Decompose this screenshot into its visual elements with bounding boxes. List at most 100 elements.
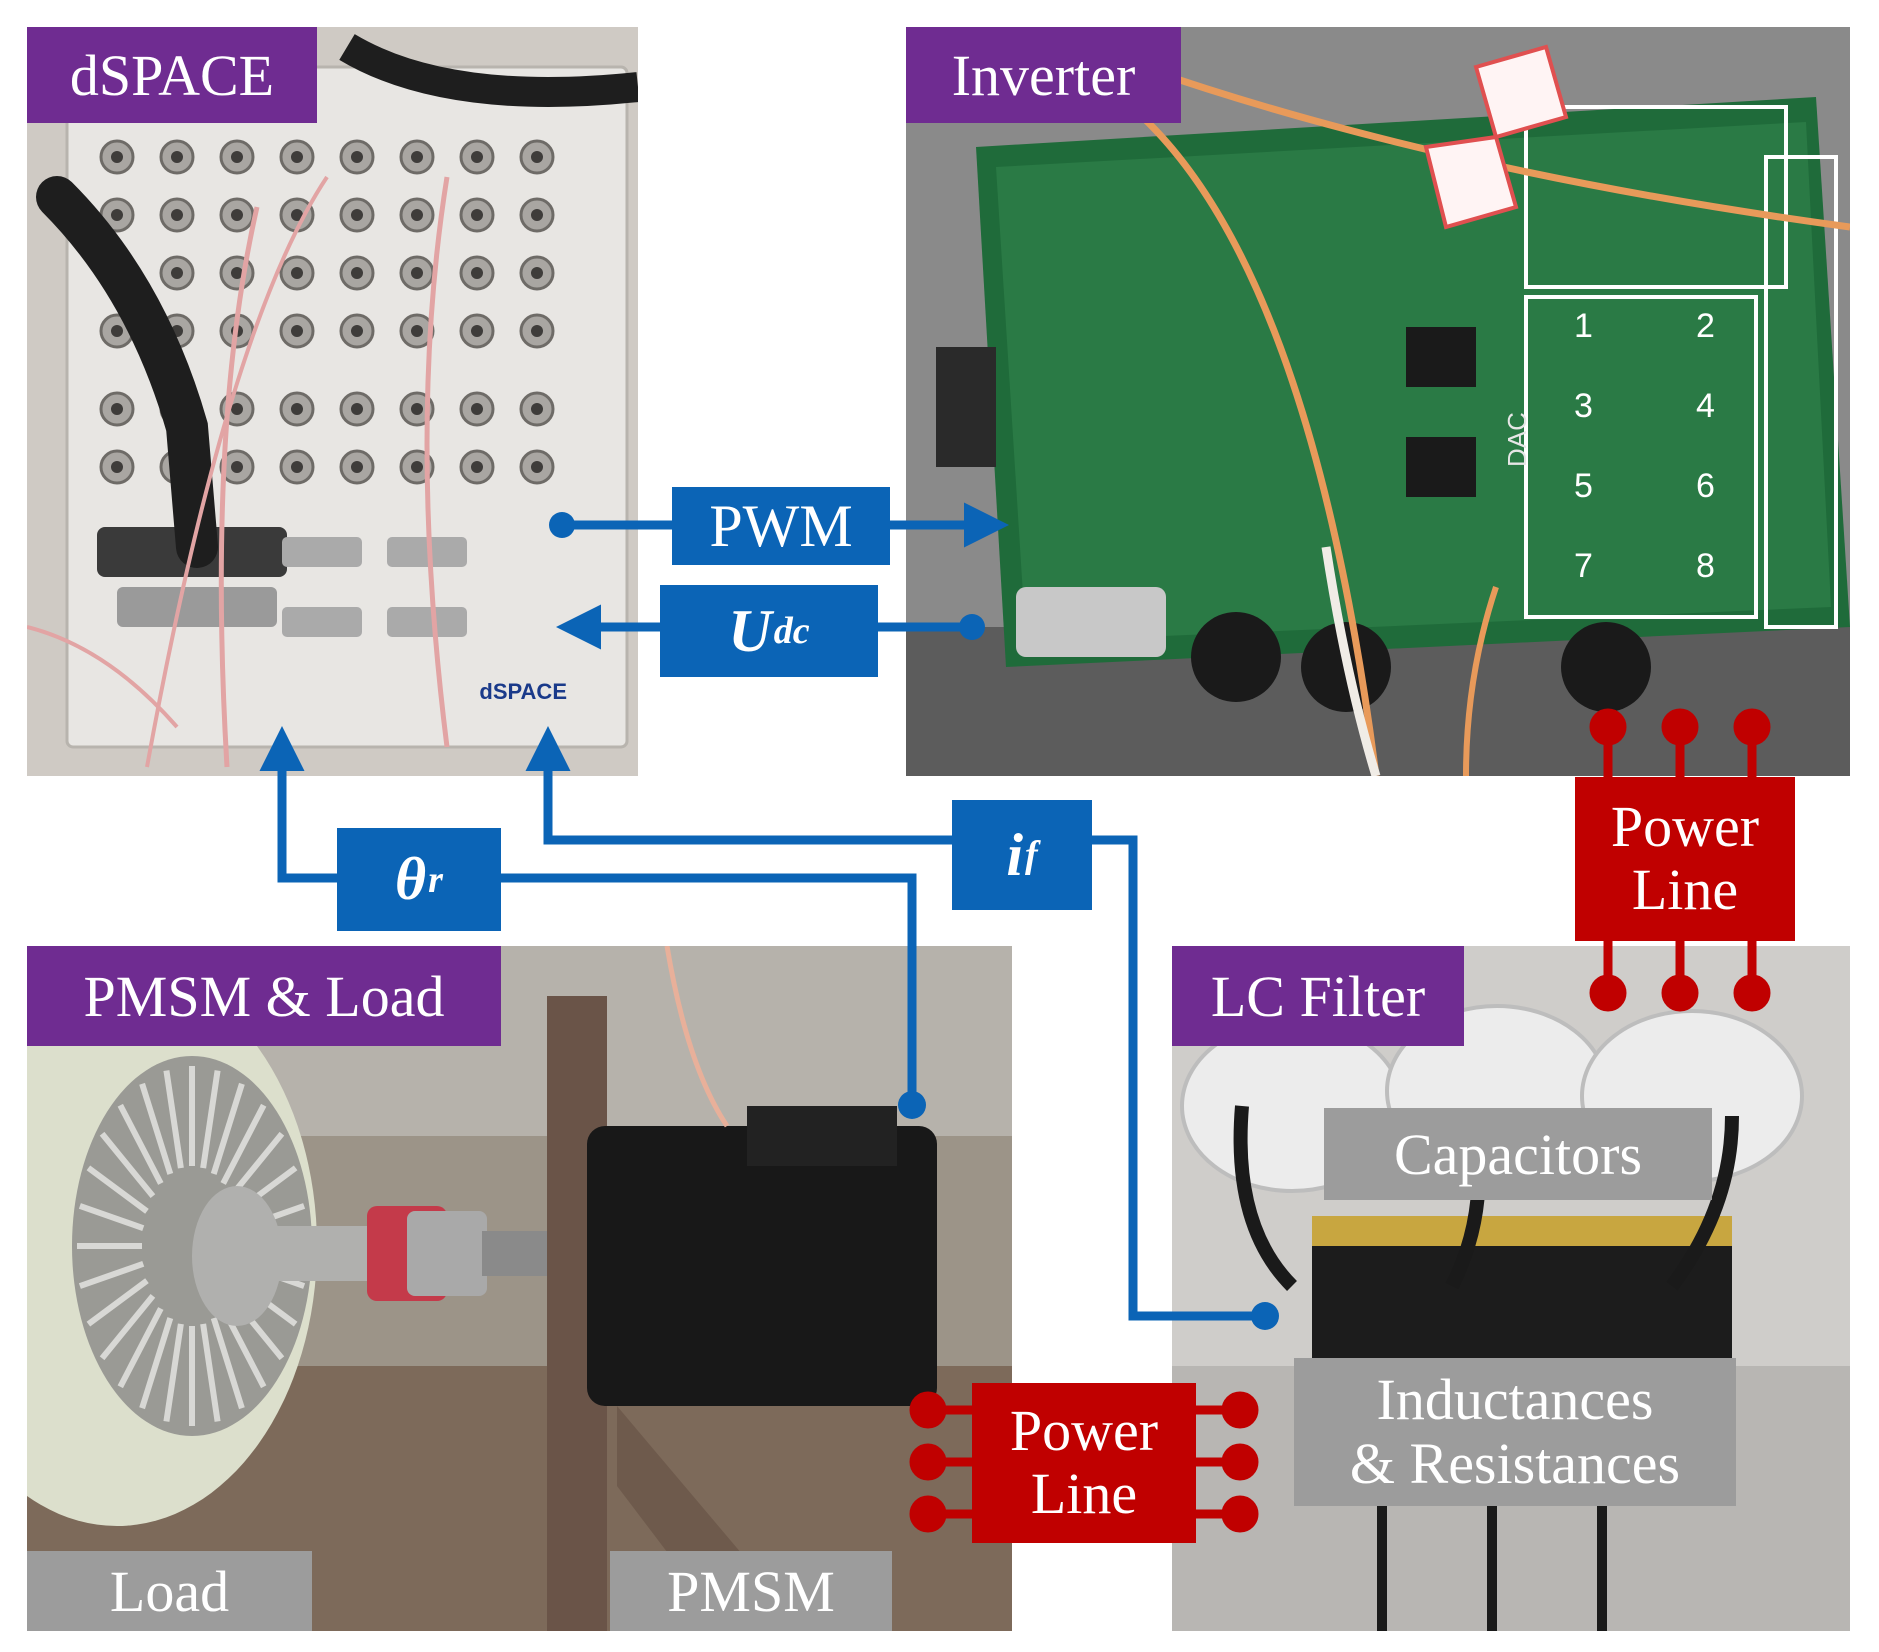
- udc-symbol: U: [728, 597, 772, 664]
- inductances-resistances-tag: Inductances & Resistances: [1294, 1358, 1736, 1506]
- theta-symbol: θ: [395, 846, 427, 912]
- dspace-photo: dSPACE: [27, 27, 638, 776]
- bnc-connector-pin: [471, 151, 483, 163]
- pmsm-load-title: PMSM & Load: [27, 946, 501, 1046]
- bnc-connector-pin: [231, 461, 243, 473]
- cooling-fin: [86, 1165, 149, 1214]
- bnc-connector-pin: [291, 209, 303, 221]
- bnc-connector-pin: [111, 461, 123, 473]
- cooling-fin: [78, 1260, 145, 1289]
- inductances-line1: Inductances: [1376, 1367, 1654, 1433]
- cooling-fin: [78, 1203, 145, 1232]
- cooling-fin: [139, 1082, 174, 1175]
- if-subscript: f: [1025, 834, 1038, 876]
- power-line-1-line1: Power: [1610, 794, 1760, 860]
- dspace-title: dSPACE: [27, 27, 317, 123]
- bnc-connector-pin: [171, 151, 183, 163]
- cooling-fin: [99, 1131, 156, 1199]
- cooling-fin: [86, 1278, 149, 1327]
- cooling-fin: [200, 1070, 221, 1169]
- bnc-connector-pin: [531, 267, 543, 279]
- bnc-connector-pin: [411, 267, 423, 279]
- bnc-connector-pin: [351, 151, 363, 163]
- bnc-connector-pin: [231, 267, 243, 279]
- bnc-connector-pin: [351, 209, 363, 221]
- bnc-connector-pin: [111, 151, 123, 163]
- pmsm-photo: [27, 946, 1012, 1631]
- pcb-tag-2: 2: [1696, 307, 1715, 345]
- inverter-photo: DAC 1 2 3 4 5 6 7 8: [906, 27, 1850, 776]
- power-line-2-line2: Line: [1030, 1461, 1138, 1526]
- bnc-connector-pin: [531, 325, 543, 337]
- bnc-connector-pin: [531, 209, 543, 221]
- cooling-fin: [117, 1103, 164, 1185]
- bnc-connector-pin: [111, 403, 123, 415]
- if-connector: [525, 726, 1279, 1330]
- cooling-fin: [220, 1103, 267, 1185]
- capacitors-tag: Capacitors: [1324, 1108, 1712, 1200]
- lc-filter-title: LC Filter: [1172, 946, 1464, 1046]
- bnc-connector-pin: [111, 325, 123, 337]
- pcb-tag-1: 1: [1574, 307, 1593, 345]
- power-line-label-1: Power Line: [1575, 777, 1795, 941]
- bnc-connector-pin: [231, 403, 243, 415]
- cooling-fin: [99, 1293, 156, 1361]
- pcb-tag-8: 8: [1696, 547, 1715, 585]
- pcb-tag-5: 5: [1574, 467, 1593, 505]
- udc-subscript: dc: [773, 610, 810, 652]
- cooling-fin: [163, 1323, 184, 1422]
- pcb-tag-4: 4: [1696, 387, 1715, 425]
- bnc-connector-pin: [171, 209, 183, 221]
- inductances-line2: & Resistances: [1349, 1431, 1681, 1496]
- bnc-connector-pin: [351, 461, 363, 473]
- bnc-connector-pin: [411, 209, 423, 221]
- bnc-connector-pin: [231, 209, 243, 221]
- pwm-label: PWM: [672, 487, 890, 565]
- power-line-label-2: Power Line: [972, 1383, 1196, 1543]
- pcb-tag-3: 3: [1574, 387, 1593, 425]
- bnc-connector-pin: [411, 403, 423, 415]
- bnc-connector-pin: [351, 325, 363, 337]
- bnc-connector-pin: [291, 267, 303, 279]
- bnc-connector-pin: [471, 403, 483, 415]
- cooling-fin: [210, 1082, 245, 1175]
- bnc-connector-pin: [471, 267, 483, 279]
- cooling-fin: [228, 1131, 285, 1199]
- bnc-connector-pin: [531, 461, 543, 473]
- bnc-connector-pin: [531, 151, 543, 163]
- inverter-title: Inverter: [906, 27, 1181, 123]
- bnc-connector-pin: [411, 461, 423, 473]
- bnc-connector-pin: [471, 325, 483, 337]
- bnc-connector-pin: [291, 151, 303, 163]
- bnc-connector-pin: [531, 403, 543, 415]
- dac-text: DAC: [1502, 412, 1532, 467]
- power-line-2-line1: Power: [1009, 1398, 1159, 1464]
- load-tag: Load: [27, 1551, 312, 1631]
- theta-connector: [259, 726, 926, 1119]
- cooling-fin: [210, 1317, 245, 1410]
- cooling-fin: [139, 1317, 174, 1410]
- bnc-connector-pin: [411, 325, 423, 337]
- cooling-fin: [117, 1307, 164, 1389]
- pcb-tag-6: 6: [1696, 467, 1715, 505]
- bnc-connector-pin: [411, 151, 423, 163]
- bnc-connector-pin: [111, 209, 123, 221]
- theta-subscript: r: [428, 858, 443, 901]
- cooling-fin: [200, 1323, 221, 1422]
- bnc-connector-pin: [291, 325, 303, 337]
- pmsm-tag: PMSM: [610, 1551, 892, 1631]
- dspace-brand-text: dSPACE: [479, 679, 567, 704]
- bnc-connector-pin: [291, 403, 303, 415]
- if-symbol: i: [1006, 821, 1023, 888]
- bnc-connector-pin: [291, 461, 303, 473]
- bnc-connector-pin: [471, 461, 483, 473]
- bnc-connector-pin: [351, 403, 363, 415]
- bnc-connector-pin: [471, 209, 483, 221]
- cooling-fin: [163, 1070, 184, 1169]
- bnc-connector-pin: [351, 267, 363, 279]
- power-line-1-line2: Line: [1631, 857, 1739, 922]
- bnc-connector-pin: [231, 151, 243, 163]
